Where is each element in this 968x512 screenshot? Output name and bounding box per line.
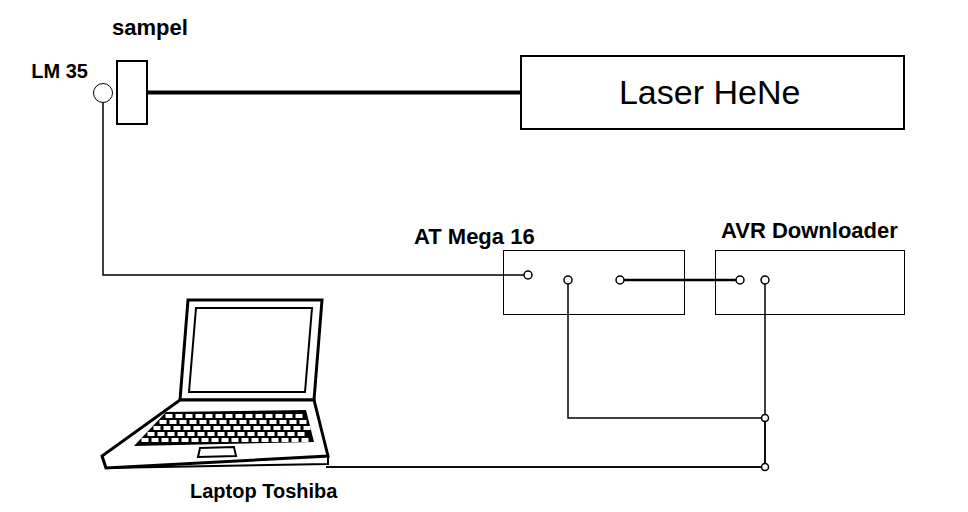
sensor-circle: LM 35 (93, 83, 113, 103)
downloader-box: AVR Downloader (715, 250, 905, 315)
node-label: AVR Downloader (721, 219, 898, 243)
laptop-drawing (100, 296, 332, 478)
wire-stub (764, 284, 766, 315)
wire (326, 315, 765, 467)
node-label: AT Mega 16 (414, 225, 535, 249)
terminal-rings (503, 271, 769, 315)
node-label: Laptop Toshiba (190, 480, 337, 502)
wire-stub (624, 279, 685, 282)
wire (148, 91, 520, 95)
sample-holder: sampel (116, 60, 148, 125)
terminal (736, 276, 744, 284)
node-label: Laser HeNe (619, 74, 800, 111)
junction-dot (762, 464, 769, 471)
microcontroller-box: AT Mega 16 (503, 250, 685, 315)
terminal (524, 271, 532, 279)
terminal (616, 276, 624, 284)
laser-box: Laser HeNe (520, 55, 905, 130)
terminal (761, 276, 769, 284)
wire-stub (567, 284, 569, 315)
wire (685, 279, 715, 282)
junctions (762, 415, 769, 471)
wire (326, 315, 765, 467)
wire (103, 103, 503, 275)
terminal (564, 276, 572, 284)
wire-stub (503, 274, 524, 276)
node-label: sampel (112, 16, 188, 40)
laptop: Laptop Toshiba (100, 296, 332, 478)
junction-dot (762, 415, 769, 422)
node-label: LM 35 (31, 60, 88, 82)
wire-stub (715, 279, 736, 282)
